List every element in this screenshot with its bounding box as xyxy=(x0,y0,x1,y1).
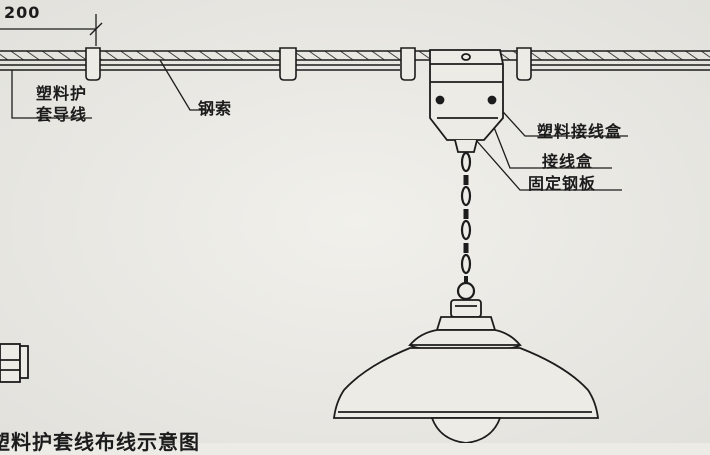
dimension-marker xyxy=(0,14,103,46)
cable-lighting-diagram xyxy=(0,0,710,443)
label-plastic-sheath-line1: 塑料护 xyxy=(36,84,88,103)
pendant-lamp xyxy=(332,299,600,443)
steel-cable xyxy=(0,50,710,61)
label-junction-box: 接线盒 xyxy=(542,152,594,171)
label-steel-cable: 钢索 xyxy=(198,99,233,118)
lamp-chain xyxy=(456,151,476,301)
label-plastic-junction-box: 塑料接线盒 xyxy=(537,122,623,141)
label-plastic-sheath-line2: 套导线 xyxy=(36,105,88,124)
paper-background xyxy=(0,0,710,443)
label-fixing-steel-plate: 固定钢板 xyxy=(528,174,597,193)
sheathed-wire xyxy=(0,64,710,71)
wall-bracket-partial xyxy=(0,343,29,383)
figure-caption-partial: 塑料护套线布线示意图 xyxy=(0,430,200,454)
dimension-text: 200 xyxy=(4,3,41,22)
leader-lines xyxy=(11,59,628,191)
junction-box xyxy=(429,49,504,153)
cable-clips xyxy=(85,47,532,81)
